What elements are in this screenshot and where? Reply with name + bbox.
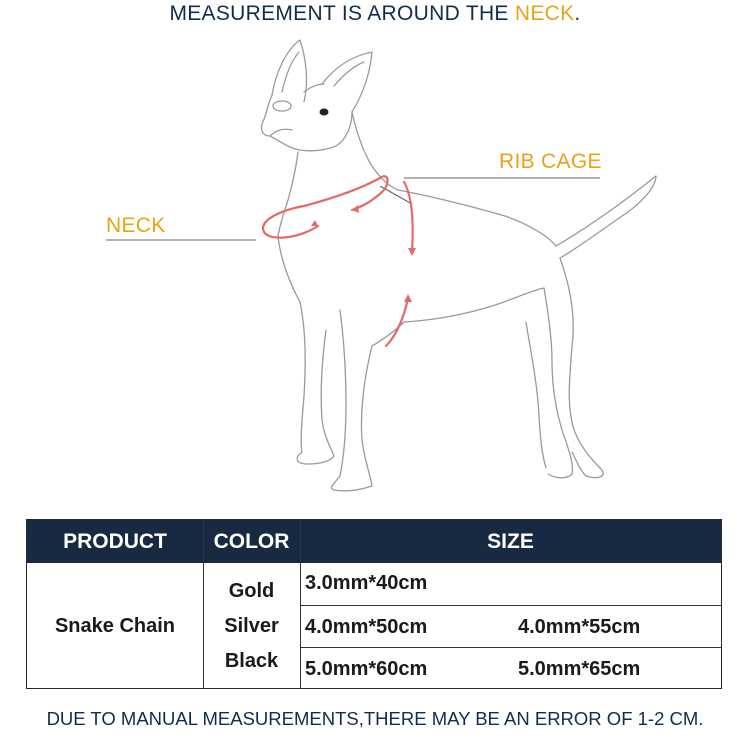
title-prefix: MEASUREMENT IS AROUND THE	[169, 2, 515, 25]
title-suffix: .	[574, 2, 581, 25]
dog-left-ear	[271, 39, 308, 103]
header-product: PRODUCT	[63, 530, 167, 553]
color-option: Gold	[228, 580, 275, 602]
neck-label: NECK	[106, 214, 166, 237]
dog-illustration	[106, 39, 657, 492]
header-size: SIZE	[487, 530, 534, 553]
rib-cage-label: RIB CAGE	[499, 150, 602, 173]
product-name: Snake Chain	[54, 615, 176, 637]
size-cell: 5.0mm*60cm	[305, 658, 428, 680]
neck-measure-curve	[262, 176, 382, 239]
header-color: COLOR	[213, 530, 290, 553]
dog-back	[397, 189, 557, 247]
dog-neck-back	[351, 111, 399, 191]
row-divider	[300, 605, 721, 606]
size-table: PRODUCT COLOR SIZE Snake Chain Gold Silv…	[26, 519, 722, 689]
dog-tail	[555, 175, 657, 259]
color-option: Black	[224, 650, 279, 672]
color-option: Silver	[224, 615, 279, 637]
title-accent: NECK	[514, 2, 575, 25]
size-cell: 4.0mm*55cm	[518, 616, 641, 638]
size-cell: 3.0mm*40cm	[305, 572, 428, 594]
dog-eye	[319, 108, 329, 116]
page-title: MEASUREMENT IS AROUND THE NECK.	[0, 2, 750, 26]
size-cell: 4.0mm*50cm	[305, 616, 428, 638]
column-divider	[203, 520, 204, 688]
dog-head	[260, 94, 353, 152]
row-divider	[300, 647, 721, 648]
dog-belly	[403, 287, 545, 323]
dog-right-ear	[321, 51, 373, 113]
measurement-note: DUE TO MANUAL MEASUREMENTS,THERE MAY BE …	[46, 708, 704, 729]
dog-neck-front	[277, 151, 299, 237]
dog-chest	[277, 235, 301, 303]
size-cell: 5.0mm*65cm	[518, 658, 641, 680]
dog-nose	[272, 100, 292, 112]
column-divider	[300, 520, 301, 688]
table-header: PRODUCT COLOR SIZE	[27, 520, 721, 563]
rib-cage-measure-curve	[402, 180, 414, 254]
